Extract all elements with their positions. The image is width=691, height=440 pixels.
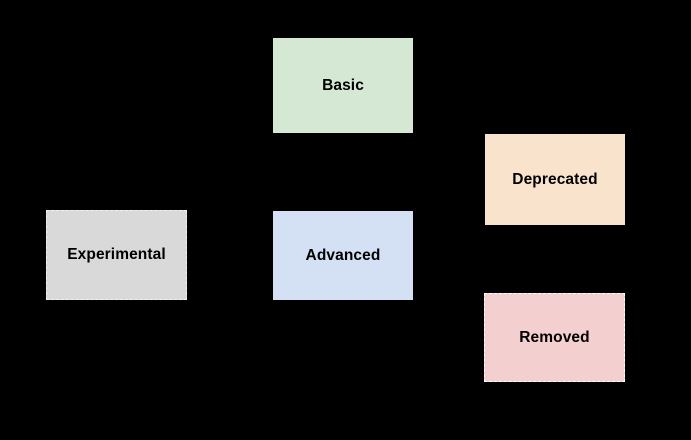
diagram-node-basic[interactable]: Basic — [273, 38, 413, 133]
diagram-node-removed[interactable]: Removed — [484, 293, 625, 382]
diagram-node-advanced-label: Advanced — [305, 246, 381, 264]
diagram-node-deprecated[interactable]: Deprecated — [485, 134, 625, 225]
diagram-node-removed-label: Removed — [519, 328, 590, 346]
diagram-node-basic-label: Basic — [322, 76, 364, 94]
diagram-node-experimental[interactable]: Experimental — [46, 210, 187, 300]
diagram-node-deprecated-label: Deprecated — [512, 170, 598, 188]
diagram-node-experimental-label: Experimental — [67, 246, 166, 264]
diagram-node-advanced[interactable]: Advanced — [273, 211, 413, 300]
